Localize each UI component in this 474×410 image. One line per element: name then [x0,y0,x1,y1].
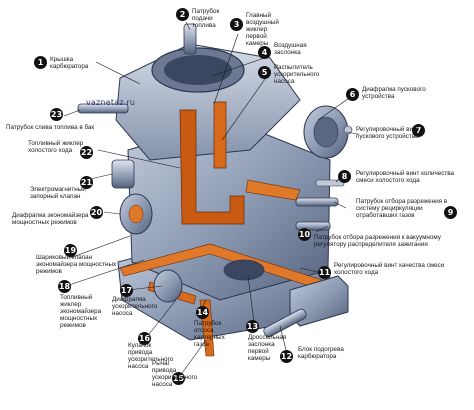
callout-number-11: 11 [318,266,331,279]
callout-number-7: 7 [412,124,425,137]
callout-label-10: Патрубок отбора разрежения к вакуумному … [314,234,441,248]
callout-label-4: Воздушная заслонка [274,42,307,56]
leader-lines [63,21,359,377]
callout-label-3: Главный воздушный жиклер первой камеры [246,12,279,47]
callout-number-23: 23 [50,108,63,121]
idle-screw [315,179,345,187]
callout-label-13: Дроссельная заслонка первой камеры [248,334,287,362]
fuel-passage-main [179,109,245,225]
callout-number-5: 5 [258,66,271,79]
callout-number-18: 18 [58,280,71,293]
callout-number-4: 4 [258,46,271,59]
callout-label-9: Патрубок отбора разрежения в систему рец… [356,198,448,219]
callout-label-5: Распылитель ускорительного насоса [274,64,320,85]
vacuum-nipple-egr [295,197,339,207]
callout-number-21: 21 [80,176,93,189]
callout-label-16: Кулачок привода ускорительного насоса [128,342,174,370]
callout-label-14: Патрубок отсоса картерных газов [194,320,225,348]
callout-number-3: 3 [230,18,243,31]
callout-label-11: Регулировочный винт качества смеси холос… [334,262,445,276]
callout-number-14: 14 [196,306,209,319]
solenoid-valve [111,159,135,189]
callout-label-19: Шариковый клапан экономайзера мощностных… [36,254,117,275]
callout-label-12: Блок подогрева карбюратора [298,346,344,360]
callout-number-15: 15 [172,372,185,385]
callout-label-18: Топливный жиклер экономайзера мощностных… [60,294,102,329]
throttle-bore [223,259,265,281]
callout-number-9: 9 [444,206,457,219]
fuel-passage-side [213,101,227,169]
callout-label-6: Диафрагма пускового устройства [362,86,426,100]
callout-label-22: Топливный жиклер холостого хода [28,140,84,154]
watermark: vaznetaz.ru [86,98,136,107]
callout-number-8: 8 [338,170,351,183]
callout-label-15: Рычаг привода ускорительного насоса [152,360,198,388]
callout-number-2: 2 [176,8,189,21]
callout-label-7: Регулировочный винт пускового устройства [356,126,420,140]
callout-label-8: Регулировочный винт количества смеси хол… [356,170,455,184]
callout-label-1: Крышка карбюратора [50,56,89,70]
callout-number-6: 6 [346,88,359,101]
pump-diaphragm [153,269,183,303]
drain-pipe [77,103,129,114]
callout-label-17: Диафрагма ускорительного насоса [112,296,158,317]
callout-number-13: 13 [246,320,259,333]
fuel-inlet-pipe [183,23,197,55]
callout-number-17: 17 [120,284,133,297]
callout-number-1: 1 [34,56,47,69]
callout-number-22: 22 [80,146,93,159]
callout-number-19: 19 [64,244,77,257]
callout-label-20: Диафрагма экономайзера мощностных режимо… [12,212,89,226]
callout-number-20: 20 [90,206,103,219]
callout-label-21: Электромагнитный запорный клапан [30,186,86,200]
callout-label-23: Патрубок слива топлива в бак [6,124,95,131]
callout-number-10: 10 [298,228,311,241]
callout-number-16: 16 [138,332,151,345]
callout-number-12: 12 [280,350,293,363]
callout-label-2: Патрубок подачи топлива [192,8,220,29]
